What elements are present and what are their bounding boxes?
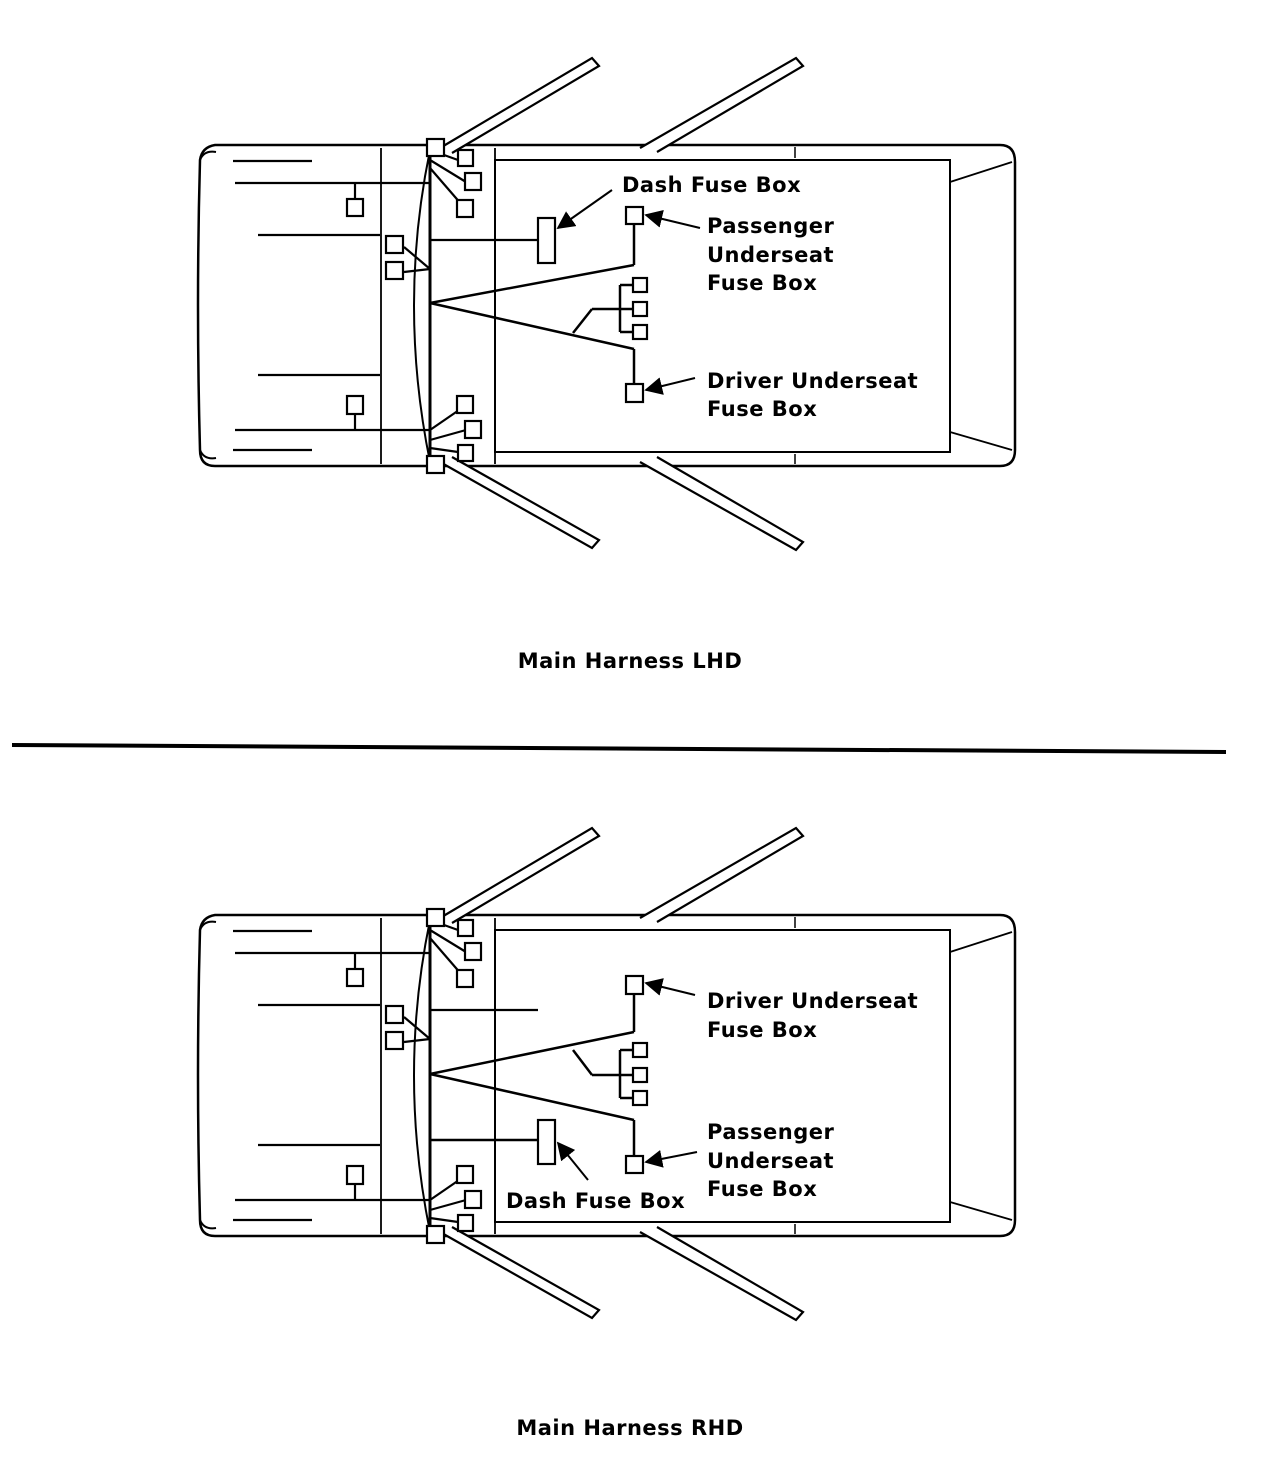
lhd-connector xyxy=(631,300,649,318)
lhd-passenger-label-line2: Underseat xyxy=(707,243,834,267)
rhd-connector xyxy=(631,1066,649,1084)
lhd-passenger-fuse-box xyxy=(624,205,645,226)
rhd-panel: Driver Underseat Fuse Box Passenger Unde… xyxy=(196,826,1017,1440)
lhd-connector xyxy=(631,276,649,294)
lhd-dash-fuse-box xyxy=(536,216,557,265)
panel-divider xyxy=(11,743,1227,754)
lhd-passenger-label-line1: Passenger xyxy=(707,214,834,238)
lhd-driver-label-line2: Fuse Box xyxy=(707,397,817,421)
rhd-passenger-label-line3: Fuse Box xyxy=(707,1177,817,1201)
lhd-harness-branches xyxy=(429,224,636,384)
lhd-panel: Dash Fuse Box Passenger Underseat Fuse B… xyxy=(196,56,1017,673)
rhd-passenger-fuse-box xyxy=(624,1154,645,1175)
lhd-driver-label-line1: Driver Underseat xyxy=(707,369,918,393)
rhd-driver-fuse-box xyxy=(624,974,645,996)
rhd-passenger-label-line2: Underseat xyxy=(707,1149,834,1173)
rhd-dash-fuse-box-label: Dash Fuse Box xyxy=(506,1189,685,1213)
lhd-vehicle-outline xyxy=(196,56,1017,552)
lhd-connector xyxy=(631,323,649,341)
rhd-driver-label-line2: Fuse Box xyxy=(707,1018,817,1042)
rhd-connector xyxy=(631,1041,649,1059)
lhd-dash-fuse-box-label: Dash Fuse Box xyxy=(622,173,801,197)
lhd-caption: Main Harness LHD xyxy=(518,649,743,673)
rhd-harness-branches xyxy=(429,995,636,1156)
rhd-dash-fuse-box xyxy=(536,1118,557,1166)
lhd-driver-fuse-box xyxy=(624,382,645,404)
rhd-passenger-label-line1: Passenger xyxy=(707,1120,834,1144)
rhd-caption: Main Harness RHD xyxy=(516,1416,743,1440)
rhd-connector xyxy=(631,1089,649,1107)
lhd-passenger-label-line3: Fuse Box xyxy=(707,271,817,295)
rhd-driver-label-line1: Driver Underseat xyxy=(707,989,918,1013)
